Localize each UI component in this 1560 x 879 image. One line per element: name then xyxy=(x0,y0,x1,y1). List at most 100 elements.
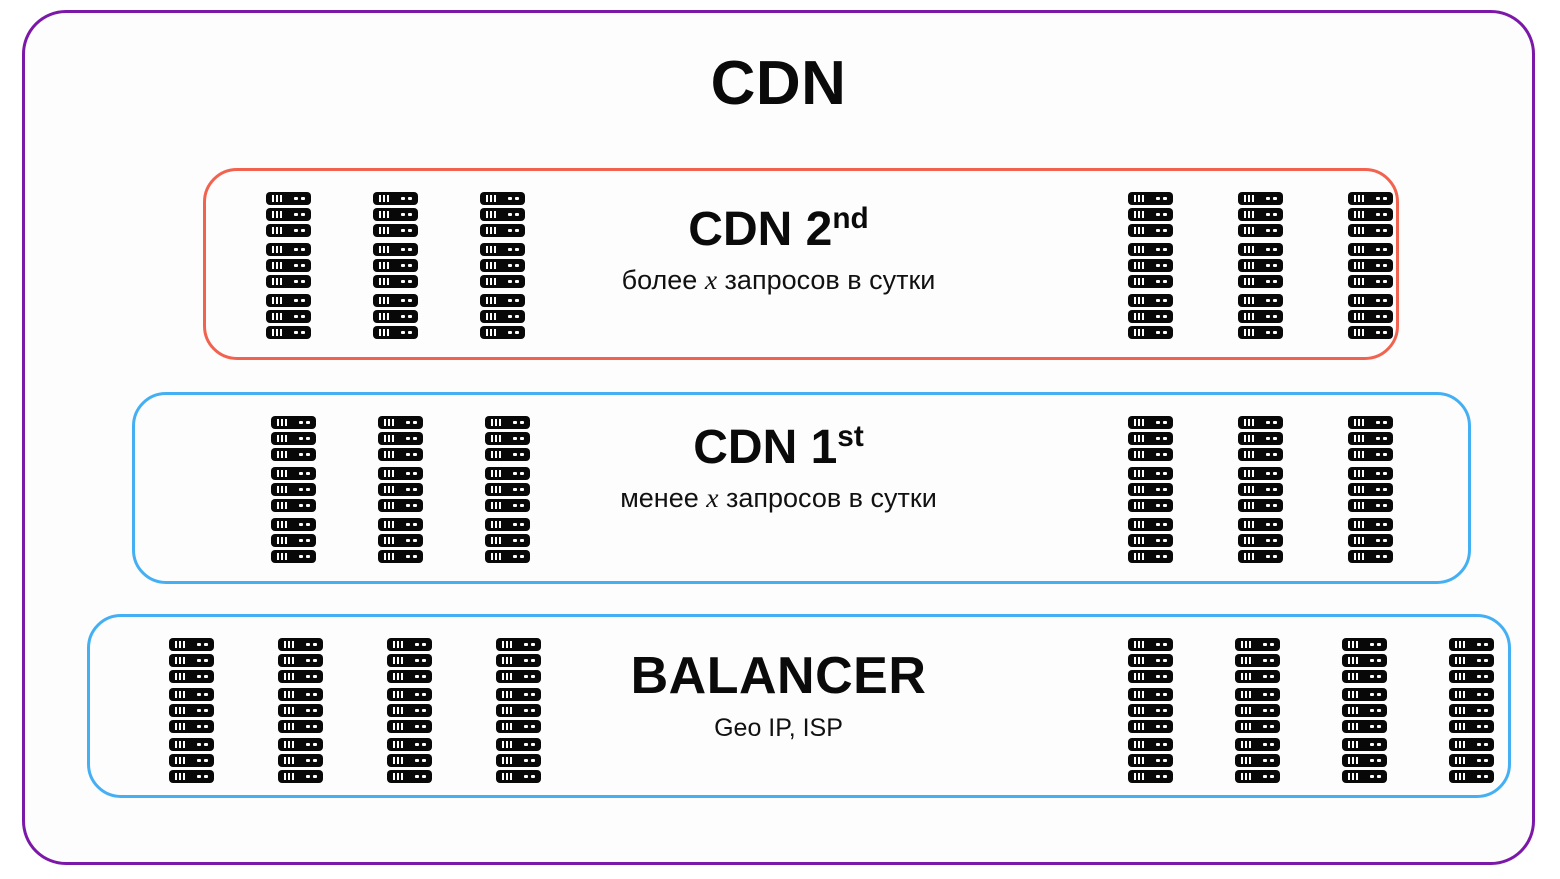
led-group-right xyxy=(1477,642,1488,646)
led-group-right xyxy=(1155,280,1167,283)
led-group-right xyxy=(1477,758,1488,762)
led-group-right xyxy=(1265,555,1277,558)
led-group-left xyxy=(1241,672,1251,680)
server-stack xyxy=(454,413,561,464)
led-group-right xyxy=(1370,742,1381,746)
led-group-left xyxy=(379,278,389,285)
led-group-right xyxy=(415,708,426,712)
led-group-right xyxy=(1477,708,1488,712)
server-blade-icon xyxy=(496,719,541,733)
led-group-left xyxy=(1353,419,1364,426)
led-group-right xyxy=(508,315,519,318)
led-group-right xyxy=(299,488,310,491)
server-blade-icon xyxy=(278,719,323,733)
led-group-left xyxy=(384,470,394,477)
led-group-right xyxy=(406,472,417,475)
server-stack xyxy=(246,635,355,685)
led-group-left xyxy=(502,756,512,764)
led-group-left xyxy=(175,722,185,730)
server-blade-icon xyxy=(1128,687,1173,701)
led-group-left xyxy=(1243,419,1254,426)
led-group-left xyxy=(175,756,185,764)
server-stack xyxy=(235,189,342,240)
led-group-right xyxy=(1265,453,1277,456)
led-group-right xyxy=(1156,758,1167,762)
server-blade-icon xyxy=(271,467,316,480)
led-group-left xyxy=(393,706,403,714)
server-stack xyxy=(1311,685,1418,735)
led-group-right xyxy=(513,421,524,424)
server-blade-icon xyxy=(480,310,525,323)
led-group-right xyxy=(1370,642,1381,646)
server-stack xyxy=(240,515,347,566)
led-group-right xyxy=(524,658,535,662)
led-group-left xyxy=(175,640,185,648)
led-group-right xyxy=(1263,774,1274,778)
server-blade-icon xyxy=(496,753,541,767)
server-blade-icon xyxy=(373,275,418,288)
server-stack xyxy=(1095,291,1205,342)
led-group-left xyxy=(1455,672,1465,680)
led-group-right xyxy=(299,539,310,542)
led-group-right xyxy=(401,264,412,267)
server-blade-icon xyxy=(378,483,423,496)
led-group-left xyxy=(1133,211,1144,218)
led-group-right xyxy=(1375,264,1387,267)
led-group-right xyxy=(401,197,412,200)
server-stack xyxy=(137,635,246,685)
led-group-right xyxy=(508,264,519,267)
server-blade-icon xyxy=(1235,737,1280,751)
led-group-right xyxy=(1155,331,1167,334)
led-group-left xyxy=(175,772,185,780)
server-blade-icon xyxy=(266,224,311,237)
server-blade-icon xyxy=(387,703,432,717)
led-group-right xyxy=(415,674,426,678)
led-group-right xyxy=(299,453,310,456)
led-group-right xyxy=(406,523,417,526)
led-group-right xyxy=(1477,724,1488,728)
server-blade-icon xyxy=(271,448,316,461)
server-blade-icon xyxy=(266,208,311,221)
server-stack xyxy=(1097,735,1204,785)
led-group-left xyxy=(393,772,403,780)
server-blade-icon xyxy=(496,703,541,717)
led-group-right xyxy=(299,555,310,558)
server-blade-icon xyxy=(1127,224,1173,237)
led-group-left xyxy=(1353,211,1364,218)
led-group-left xyxy=(1241,722,1251,730)
led-group-right xyxy=(1370,674,1381,678)
led-group-right xyxy=(1155,555,1167,558)
server-blade-icon xyxy=(378,550,423,563)
led-group-left xyxy=(1241,772,1251,780)
led-group-right xyxy=(401,315,412,318)
led-group-left xyxy=(284,690,294,698)
led-group-right xyxy=(406,437,417,440)
server-stack xyxy=(1095,515,1205,566)
led-group-left xyxy=(1353,470,1364,477)
server-blade-icon xyxy=(1237,275,1283,288)
server-blade-icon xyxy=(1449,669,1494,683)
server-blade-icon xyxy=(271,518,316,531)
led-group-right xyxy=(1155,539,1167,542)
led-group-right xyxy=(415,692,426,696)
led-group-left xyxy=(491,470,501,477)
server-blade-icon xyxy=(1235,637,1280,651)
server-blade-icon xyxy=(271,534,316,547)
led-group-right xyxy=(197,692,208,696)
led-group-left xyxy=(1455,756,1465,764)
server-blade-icon xyxy=(1128,737,1173,751)
led-group-left xyxy=(1133,470,1144,477)
server-blade-icon xyxy=(1127,208,1173,221)
server-blade-icon xyxy=(1342,703,1387,717)
led-group-right xyxy=(1263,708,1274,712)
led-group-right xyxy=(415,642,426,646)
server-blade-icon xyxy=(1342,719,1387,733)
led-group-left xyxy=(1353,227,1364,234)
server-blade-icon xyxy=(1237,448,1283,461)
led-group-right xyxy=(415,658,426,662)
led-group-left xyxy=(502,722,512,730)
led-group-left xyxy=(1243,313,1254,320)
server-blade-icon xyxy=(1235,703,1280,717)
server-blade-icon xyxy=(1347,243,1393,256)
server-blade-icon xyxy=(1347,310,1393,323)
